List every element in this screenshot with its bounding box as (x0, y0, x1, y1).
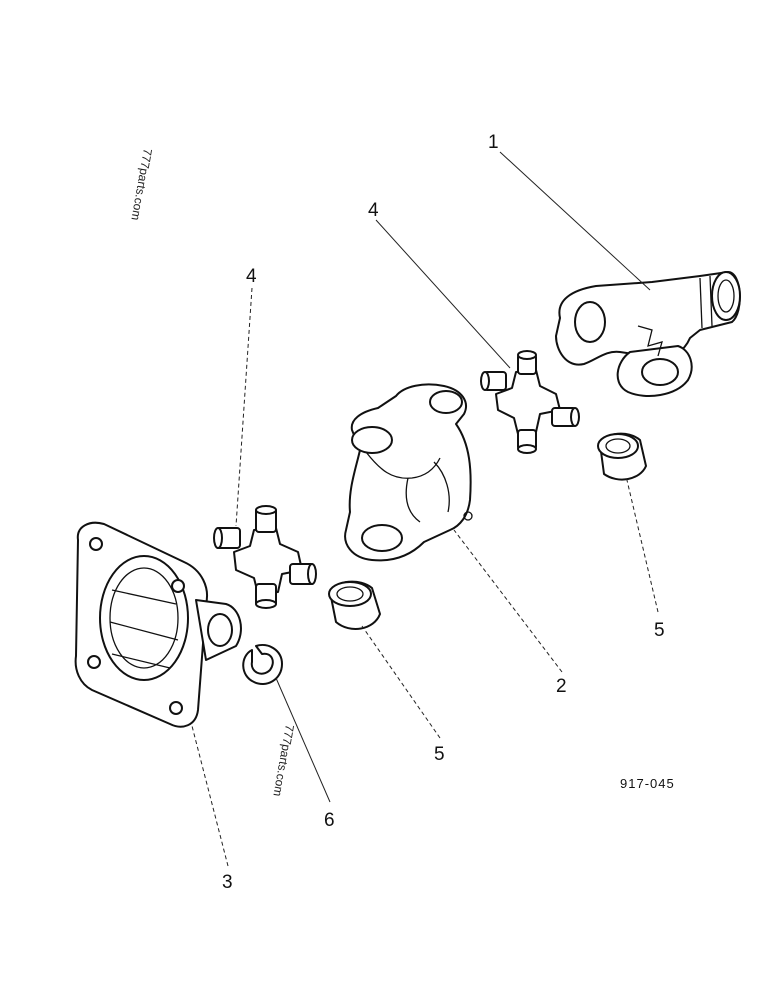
watermark-bottom: 777parts.com (270, 723, 296, 797)
part-6-circlip (242, 644, 283, 685)
callout-5-left: 5 (434, 744, 445, 765)
leader-lines (191, 151, 659, 867)
part-4-cross-spider-left (213, 505, 317, 609)
part-5-bearing-cup-right (597, 432, 647, 481)
callout-1: 1 (488, 132, 499, 153)
part-4-cross-spider-right (480, 350, 580, 454)
part-2-yoke (344, 383, 473, 562)
callout-4-left: 4 (246, 266, 257, 287)
part-3-companion-flange (74, 521, 242, 728)
part-1-shaft-yoke (555, 271, 741, 397)
drawing-code: 917-045 (620, 776, 675, 791)
part-5-bearing-cup-left (328, 580, 381, 630)
watermark-top: 777parts.com (128, 147, 154, 221)
callout-6: 6 (324, 810, 335, 831)
callout-5-right: 5 (654, 620, 665, 641)
callout-4-right: 4 (368, 200, 379, 221)
callout-2: 2 (556, 676, 567, 697)
callout-3: 3 (222, 872, 233, 893)
